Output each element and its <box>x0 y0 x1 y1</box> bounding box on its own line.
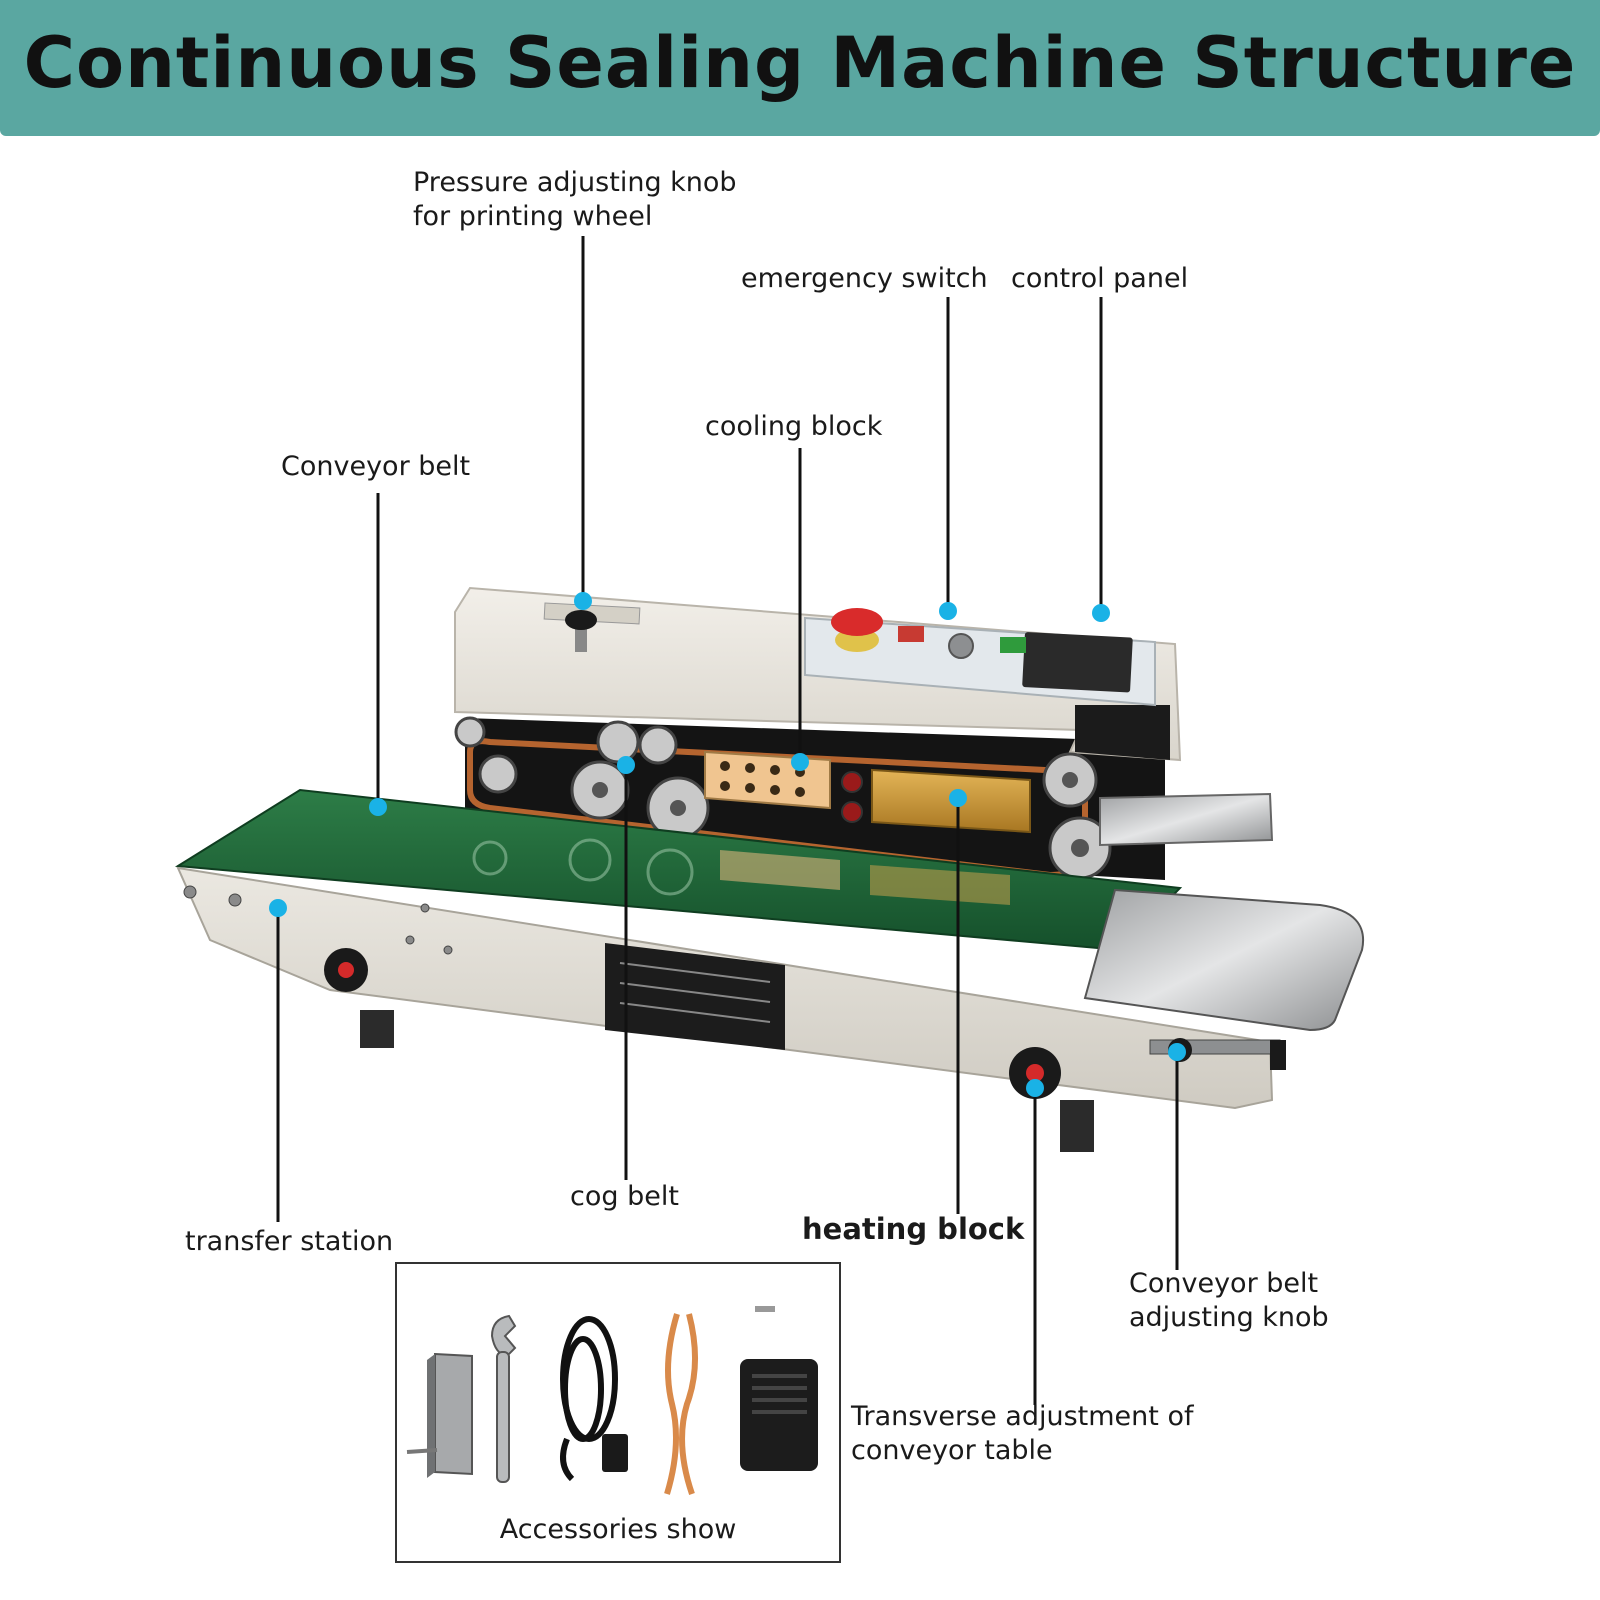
callout-dot-heating-block <box>949 789 967 807</box>
label-pressure-knob: Pressure adjusting knob for printing whe… <box>413 166 737 234</box>
label-transverse-line1: Transverse adjustment of <box>851 1401 1194 1432</box>
right-tray <box>1083 888 1365 1032</box>
header-banner: Continuous Sealing Machine Structure <box>0 0 1600 136</box>
label-cooling-block: cooling block <box>705 411 883 442</box>
callout-dot-control-panel <box>1092 604 1110 622</box>
label-pressure-knob-line2: for printing wheel <box>413 201 653 232</box>
accessories-box: Accessories show <box>395 1262 841 1563</box>
callout-dots <box>269 592 1186 1097</box>
wrench-icon <box>490 1314 517 1483</box>
label-transfer-station: transfer station <box>185 1226 394 1257</box>
callout-dot-pressure-knob <box>574 592 592 610</box>
callout-dot-emergency-switch <box>939 602 957 620</box>
label-transverse-line2: conveyor table <box>851 1435 1053 1466</box>
temperature-dial <box>948 633 974 659</box>
red-rocker-switch <box>898 626 924 642</box>
label-cog-belt: cog belt <box>570 1181 679 1212</box>
callout-dot-cog-belt <box>617 756 635 774</box>
label-conveyor-adjust-line2: adjusting knob <box>1129 1302 1329 1333</box>
label-conveyor-adjust-knob: Conveyor belt adjusting knob <box>1129 1267 1329 1335</box>
callout-dot-conveyor-belt <box>369 798 387 816</box>
label-pressure-knob-line1: Pressure adjusting knob <box>413 167 737 198</box>
left-leg <box>360 1010 394 1048</box>
pressure-knob <box>565 610 597 630</box>
digital-display <box>1022 632 1133 693</box>
callout-dot-transfer-station <box>269 899 287 917</box>
label-heating-block: heating block <box>802 1212 1025 1246</box>
callout-dot-conveyor-adjust-knob <box>1168 1043 1186 1061</box>
callout-dot-transverse-adjustment <box>1026 1079 1044 1097</box>
power-cord-icon <box>560 1316 618 1482</box>
right-leg <box>1060 1100 1094 1152</box>
accessories-caption: Accessories show <box>499 1514 737 1545</box>
plug-icon <box>602 1434 628 1472</box>
callout-lines <box>276 236 1179 1405</box>
heating-tape-icon <box>664 1313 698 1495</box>
emergency-stop-button <box>831 608 883 636</box>
cooling-block-shape <box>704 750 831 810</box>
green-rocker-switch <box>1000 637 1026 653</box>
name-plate <box>605 943 785 1050</box>
output-guide <box>1099 792 1274 847</box>
accessories-illustration <box>406 1306 818 1495</box>
housing-side-dark <box>1075 705 1170 760</box>
callout-dot-cooling-block <box>791 753 809 771</box>
label-transverse-adjustment: Transverse adjustment of conveyor table <box>851 1400 1193 1468</box>
sealing-machine <box>174 586 1365 1152</box>
label-control-panel: control panel <box>1011 263 1189 294</box>
label-emergency-switch: emergency switch <box>741 263 988 294</box>
page-title: Continuous Sealing Machine Structure <box>23 22 1577 104</box>
label-conveyor-adjust-line1: Conveyor belt <box>1129 1268 1319 1299</box>
bracket-icon <box>406 1352 473 1478</box>
conveyor-belt-surface <box>174 788 1183 952</box>
foot-pedal-icon <box>740 1306 818 1471</box>
label-conveyor-belt: Conveyor belt <box>281 451 471 482</box>
